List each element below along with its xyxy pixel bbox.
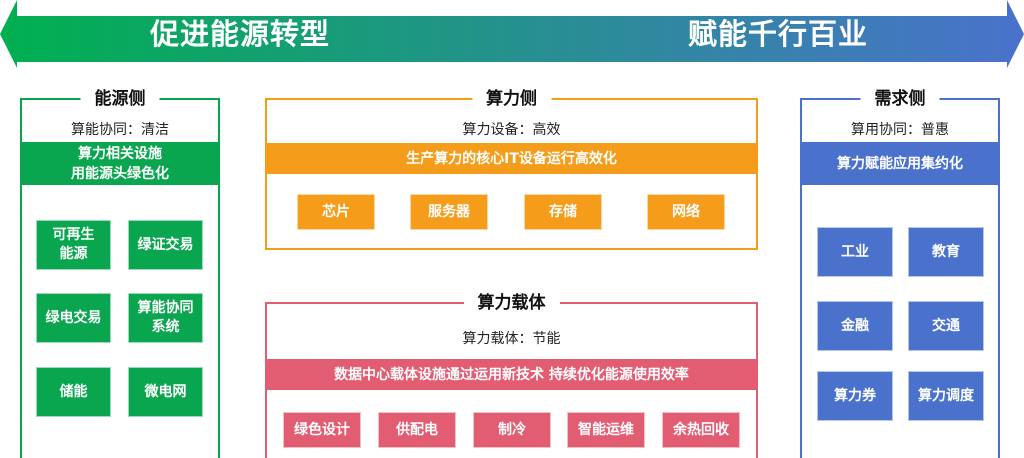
energy-bar: 算力相关设施 用能源头绿色化 bbox=[22, 142, 218, 185]
demand-side-panel: 需求侧 算用协同：普惠 算力赋能应用集约化 工业 教育 金融 交通 算力券 算力… bbox=[800, 87, 1000, 458]
panel-title: 能源侧 bbox=[80, 87, 160, 111]
carrier-item: 余热回收 bbox=[662, 412, 740, 448]
item-label: 系统 bbox=[151, 319, 180, 335]
panel-subtitle: 算力设备：高效 bbox=[462, 122, 561, 138]
carrier-item: 智能运维 bbox=[567, 412, 645, 448]
demand-item: 工业 bbox=[817, 227, 893, 277]
double-arrow-banner bbox=[0, 0, 1024, 68]
compute-item: 存储 bbox=[524, 194, 602, 230]
panel-title: 算力侧 bbox=[472, 87, 551, 111]
bar-line: 算力相关设施 bbox=[78, 145, 162, 162]
energy-item: 微电网 bbox=[128, 367, 203, 417]
item-label: 绿电交易 bbox=[45, 309, 102, 326]
item-label: 绿证交易 bbox=[137, 236, 194, 253]
carrier-bar: 数据中心载体设施通过运用新技术 持续优化能源使用效率 bbox=[267, 359, 756, 390]
carrier-panel: 算力载体 算力载体：节能 数据中心载体设施通过运用新技术 持续优化能源使用效率 … bbox=[265, 291, 758, 458]
item-label: 算能协同 bbox=[137, 300, 194, 316]
banner-right-text: 赋能千行百业 bbox=[688, 17, 869, 51]
panel-subtitle: 算用协同：普惠 bbox=[851, 122, 949, 138]
energy-item: 绿证交易 bbox=[128, 220, 203, 270]
panel-subtitle: 算力载体：节能 bbox=[462, 331, 561, 347]
demand-item: 金融 bbox=[817, 301, 893, 351]
bar-line: 用能源头绿色化 bbox=[71, 165, 169, 182]
item-label: 微电网 bbox=[144, 383, 187, 400]
compute-item: 服务器 bbox=[410, 194, 488, 230]
demand-item: 算力调度 bbox=[908, 371, 984, 421]
energy-item: 算能协同系统 bbox=[128, 293, 203, 343]
item-label: 可再生 bbox=[52, 227, 95, 243]
compute-item: 芯片 bbox=[297, 194, 375, 230]
panel-subtitle: 算能协同：清洁 bbox=[71, 122, 169, 138]
energy-item: 储能 bbox=[36, 367, 111, 417]
energy-item: 绿电交易 bbox=[36, 293, 111, 343]
item-label: 储能 bbox=[59, 383, 88, 400]
panel-title: 需求侧 bbox=[860, 87, 940, 111]
carrier-item: 制冷 bbox=[473, 412, 551, 448]
demand-item: 算力券 bbox=[817, 371, 893, 421]
compute-bar: 生产算力的核心IT设备运行高效化 bbox=[267, 143, 756, 174]
demand-item: 交通 bbox=[908, 301, 984, 351]
carrier-item: 供配电 bbox=[378, 412, 456, 448]
compute-side-panel: 算力侧 算力设备：高效 生产算力的核心IT设备运行高效化 芯片 服务器 存储 网… bbox=[265, 87, 758, 250]
banner-left-text: 促进能源转型 bbox=[150, 17, 331, 51]
compute-item: 网络 bbox=[647, 194, 725, 230]
demand-item: 教育 bbox=[908, 227, 984, 277]
energy-side-panel: 能源侧 算能协同：清洁 算力相关设施 用能源头绿色化 可再生能源 绿证交易 绿电… bbox=[20, 87, 220, 458]
demand-bar: 算力赋能应用集约化 bbox=[802, 142, 998, 185]
energy-item: 可再生能源 bbox=[36, 220, 111, 270]
carrier-item: 绿色设计 bbox=[283, 412, 361, 448]
item-label: 能源 bbox=[59, 246, 88, 262]
panel-title: 算力载体 bbox=[463, 291, 560, 315]
